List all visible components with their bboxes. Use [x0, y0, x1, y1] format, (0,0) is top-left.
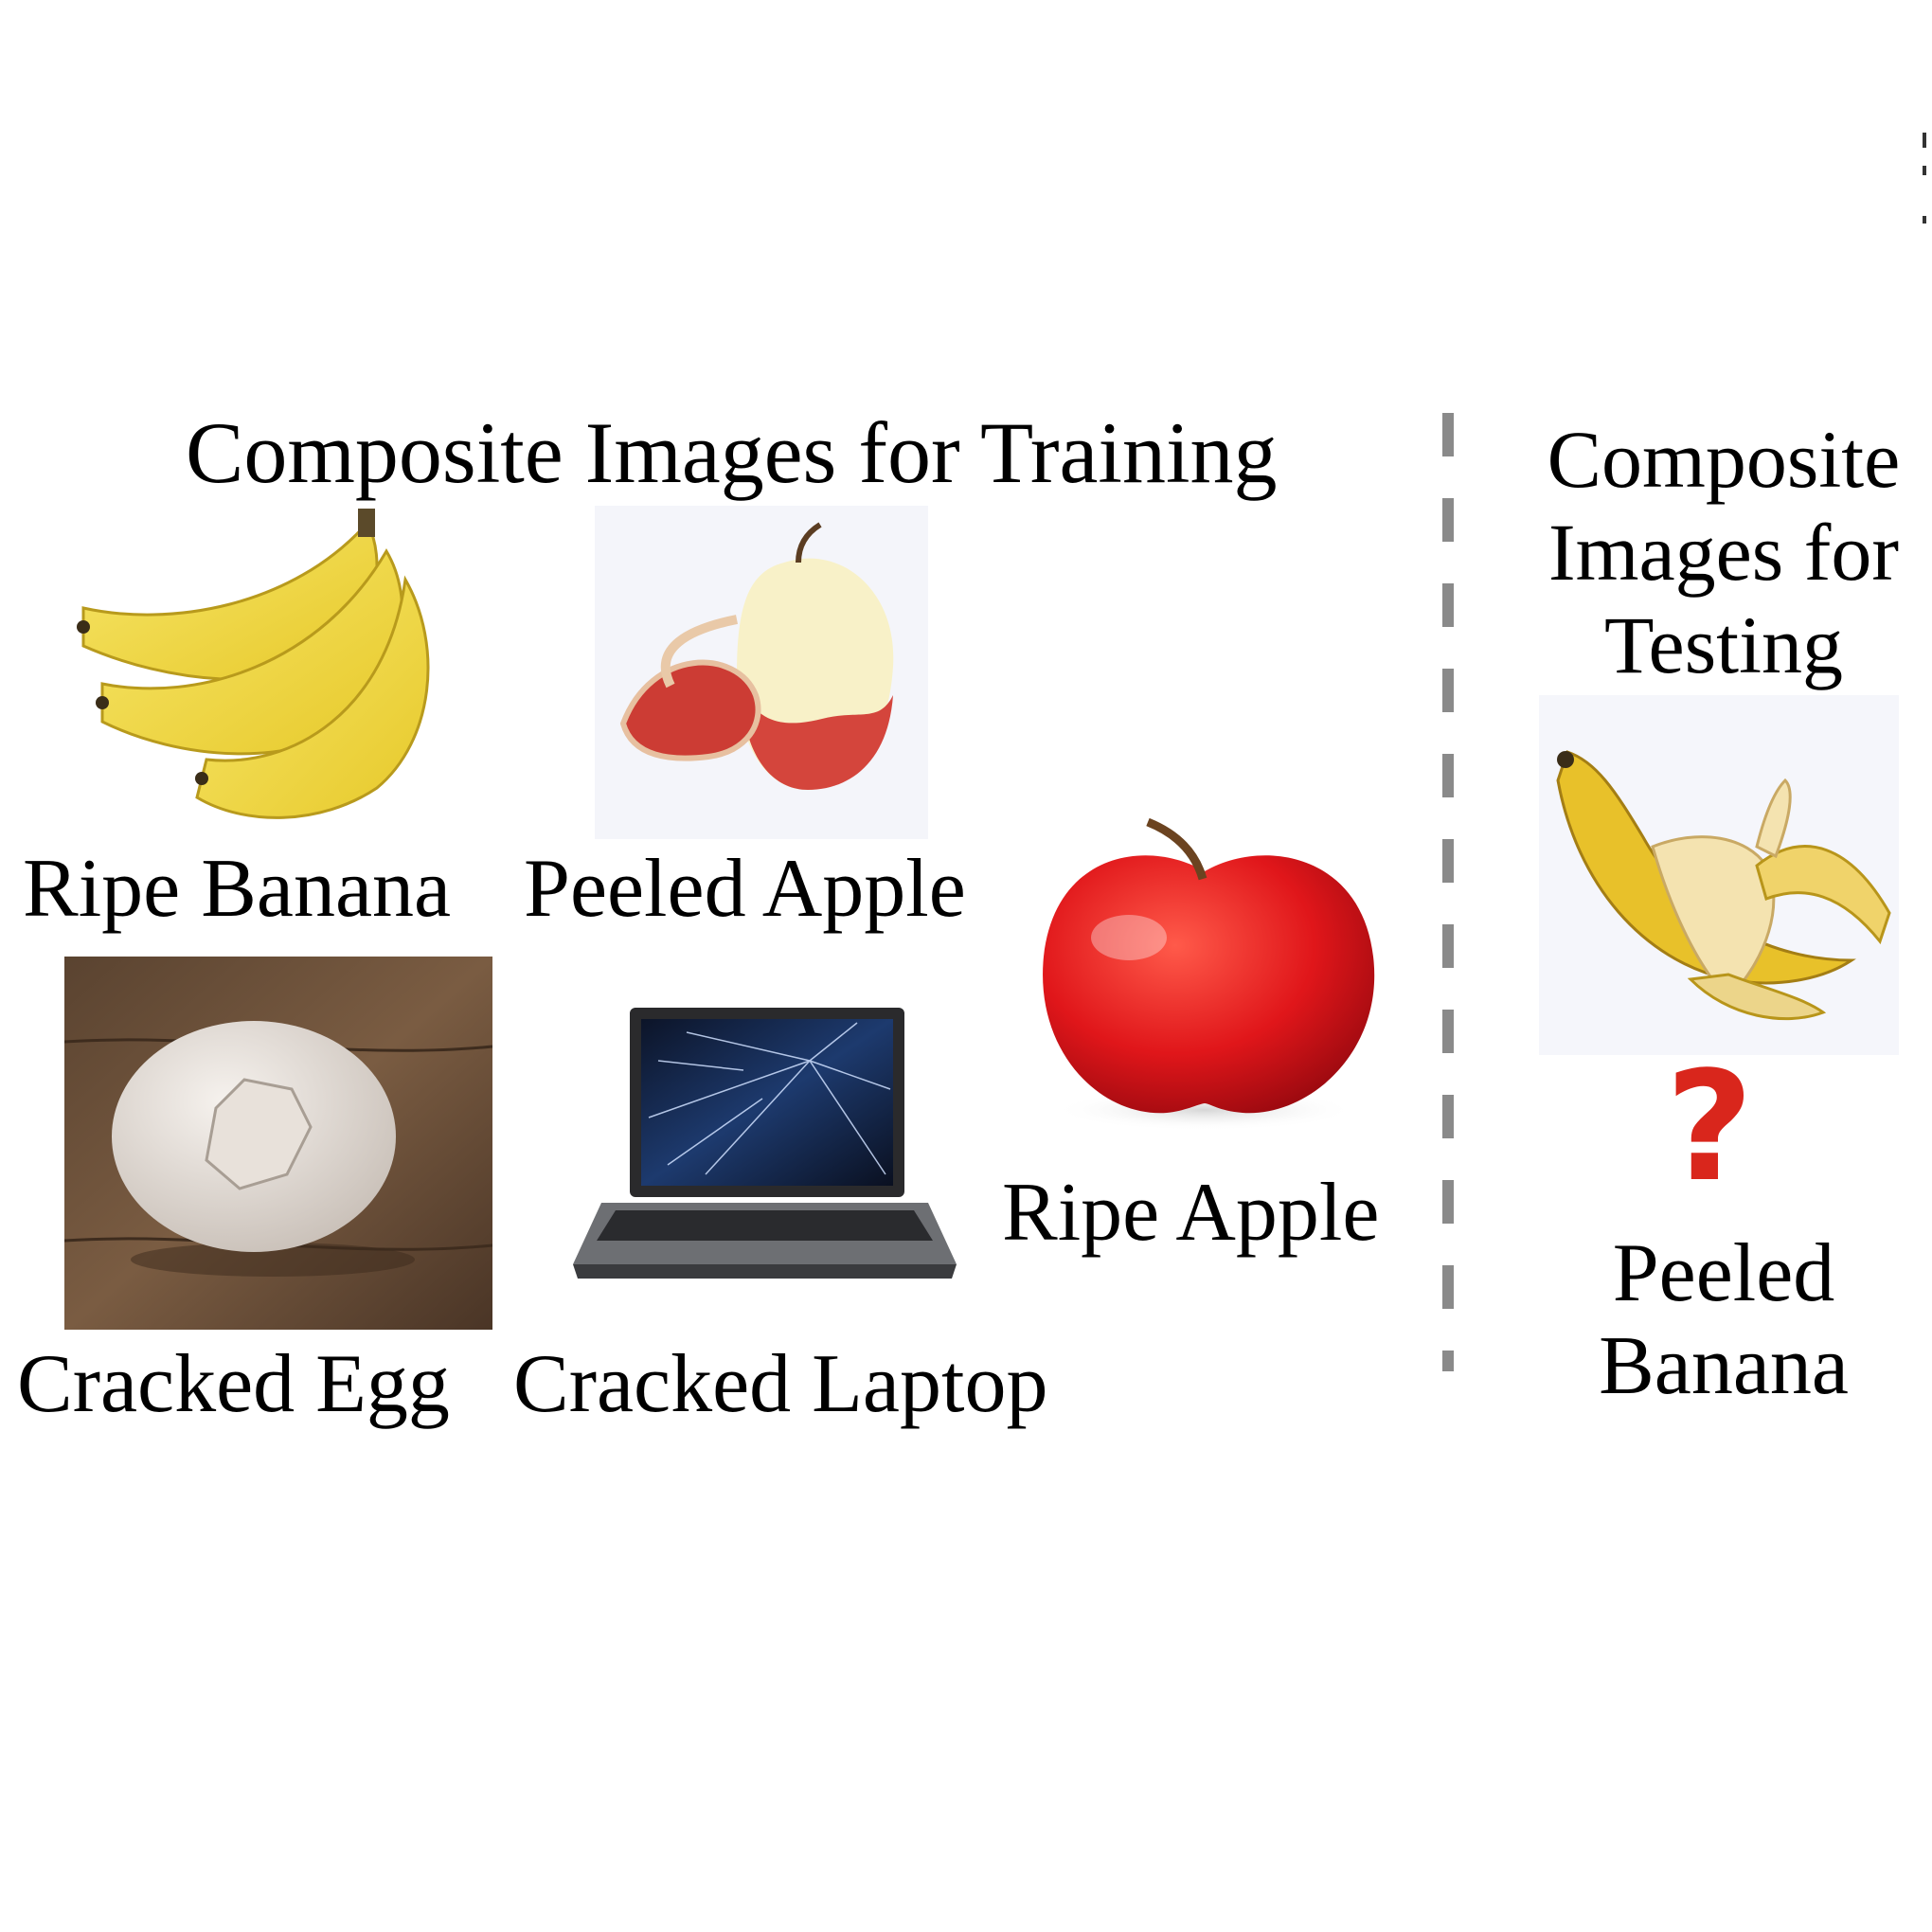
cracked-laptop-label: Cracked Laptop — [513, 1338, 1048, 1430]
peeled-apple-label: Peeled Apple — [524, 843, 966, 935]
peeled-banana-label-line-1: Peeled — [1612, 1227, 1835, 1319]
testing-title-line-3: Testing — [1604, 599, 1843, 690]
training-title: Composite Images for Training — [186, 404, 1278, 501]
cracked-egg-label: Cracked Egg — [17, 1338, 450, 1430]
peeled-banana-photo — [1539, 695, 1899, 1055]
cracked-laptop-photo — [573, 1004, 957, 1288]
ripe-banana-label: Ripe Banana — [23, 843, 452, 935]
train-test-divider — [1442, 413, 1454, 1371]
testing-title-line-1: Composite — [1547, 414, 1901, 505]
question-mark-icon: ? — [1665, 1038, 1754, 1215]
cracked-egg-photo — [64, 957, 492, 1330]
edge-mark — [1923, 133, 1926, 148]
ripe-banana-photo — [55, 504, 453, 845]
edge-mark — [1923, 166, 1926, 175]
ripe-apple-photo — [1025, 796, 1385, 1136]
peeled-banana-label-line-2: Banana — [1599, 1320, 1849, 1412]
edge-mark — [1923, 216, 1926, 224]
ripe-apple-label: Ripe Apple — [1002, 1167, 1380, 1259]
testing-title: Composite Images for Testing — [1515, 413, 1932, 691]
peeled-apple-photo — [595, 506, 928, 839]
testing-title-line-2: Images for — [1547, 507, 1900, 598]
peeled-banana-label: Peeled Banana — [1515, 1227, 1932, 1413]
